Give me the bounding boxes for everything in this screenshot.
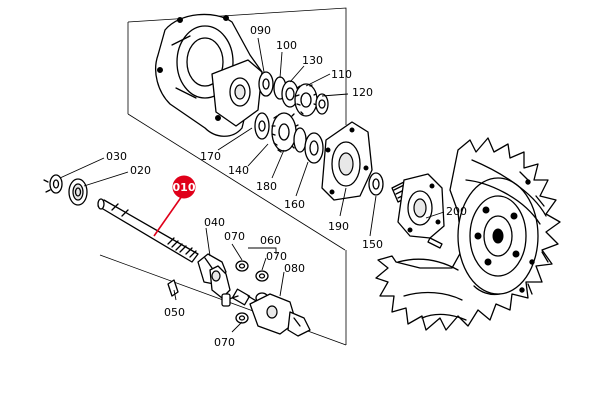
part-label-140: 140 (228, 164, 249, 177)
drive-shaft-010 (97, 198, 199, 263)
part-label-090: 090 (250, 24, 271, 37)
pin-050 (167, 279, 179, 297)
spur-gear-180 (271, 112, 299, 153)
part-label-160: 160 (284, 198, 305, 211)
part-label-200: 200 (446, 205, 467, 218)
part-number-labels: 090 100 130 110 120 170 140 180 160 190 … (106, 24, 467, 349)
part-label-050: 050 (164, 306, 185, 319)
highlight-callout-010: 010 (153, 175, 196, 237)
middle-gear-stack (254, 112, 324, 164)
part-label-100: 100 (276, 39, 297, 52)
part-label-120: 120 (352, 86, 373, 99)
gear-housing (155, 13, 263, 137)
bearing-020 (68, 178, 88, 206)
bearing-flange-190 (321, 121, 373, 201)
part-label-190: 190 (328, 220, 349, 233)
upper-gear-120 (294, 83, 318, 117)
leader-lines (59, 37, 445, 333)
wheel-hub-axle-200 (391, 173, 445, 249)
oil-seal-150 (368, 172, 384, 196)
part-label-030: 030 (106, 150, 127, 163)
part-label-150: 150 (362, 238, 383, 251)
part-label-070-bottom: 070 (214, 336, 235, 349)
part-label-080: 080 (284, 262, 305, 275)
part-label-110: 110 (331, 68, 352, 81)
yoke-080 (249, 293, 311, 337)
part-label-070-right: 070 (266, 250, 287, 263)
left-shaft-assembly (43, 174, 88, 206)
upper-bearing-stack (258, 71, 329, 117)
highlight-marker[interactable] (172, 175, 196, 199)
part-label-130: 130 (302, 54, 323, 67)
part-label-020: 020 (130, 164, 151, 177)
part-label-070-top: 070 (224, 230, 245, 243)
yoke-040 (197, 253, 231, 299)
part-label-180: 180 (256, 180, 277, 193)
part-label-170: 170 (200, 150, 221, 163)
part-label-040: 040 (204, 216, 225, 229)
highlight-part-label: 010 (173, 181, 196, 194)
cage-wheel (375, 137, 561, 331)
part-label-060: 060 (260, 234, 281, 247)
